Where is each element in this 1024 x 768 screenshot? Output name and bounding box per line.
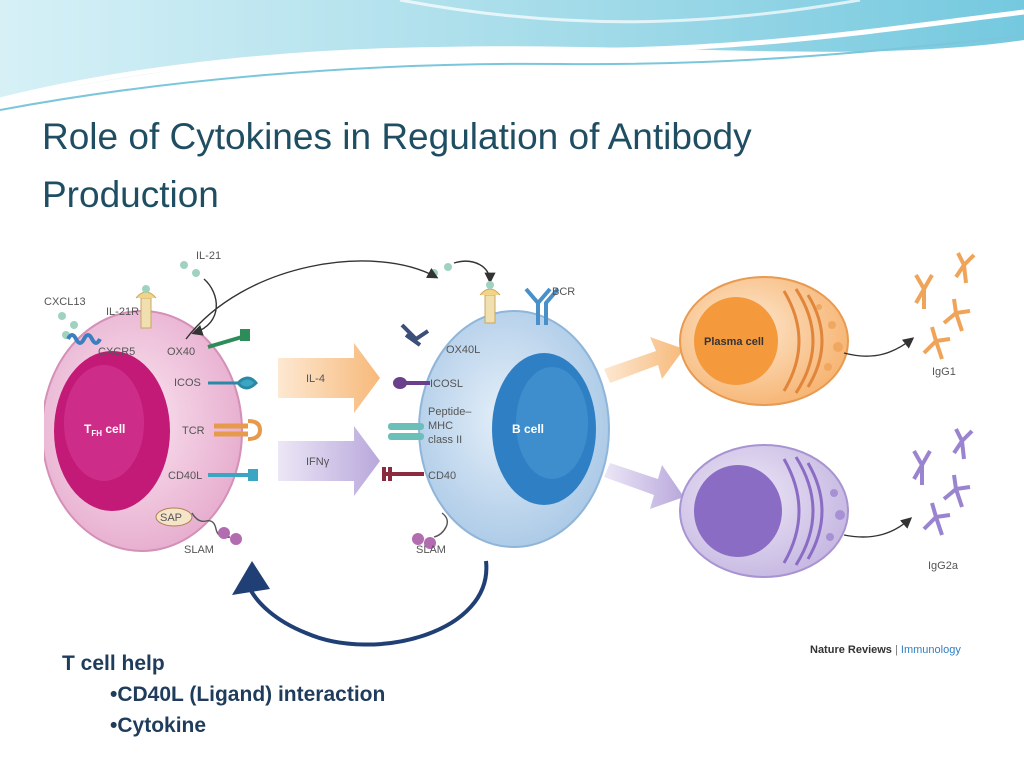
- title-line-1: Role of Cytokines in Regulation of Antib…: [42, 116, 752, 157]
- notes-bullet-cytokine: •Cytokine: [110, 714, 207, 737]
- icosl-receptor: [393, 377, 430, 389]
- mhc-label-2: MHC: [428, 420, 453, 432]
- header-wave-decoration: [0, 0, 1024, 120]
- il21r-receptor: [135, 285, 157, 329]
- tcr-receptor: [214, 419, 263, 441]
- sap-label: SAP: [160, 512, 182, 524]
- notes-list: T cell help •CD40L (Ligand) interaction …: [62, 648, 662, 741]
- il21-molecules: [180, 261, 452, 277]
- igg2a-secretion-arrow: [843, 517, 913, 538]
- b-slam-label: SLAM: [416, 544, 446, 556]
- igg2a-antibodies: [912, 428, 974, 536]
- tfh-slam-label: SLAM: [184, 544, 214, 556]
- tfh-slam-molecule: [218, 527, 242, 545]
- plasma-secretion-arrow: [843, 337, 915, 357]
- to-purple-arrow: [604, 463, 684, 509]
- title-line-2: Production: [42, 174, 219, 215]
- cd40l-receptor: [208, 469, 258, 481]
- cxcl13-label: CXCL13: [44, 296, 86, 308]
- mhc-label-1: Peptide–: [428, 406, 472, 418]
- ifng-arrow: [278, 426, 380, 496]
- mhc-label-3: class II: [428, 434, 462, 446]
- tcr-label: TCR: [182, 425, 205, 437]
- icos-label: ICOS: [174, 377, 201, 389]
- igg1-antibodies: [914, 252, 976, 360]
- icosl-label: ICOSL: [430, 378, 463, 390]
- plasma-cell-label: Plasma cell: [704, 336, 764, 348]
- notes-heading: T cell help: [62, 652, 165, 675]
- cxcr5-label: CXCR5: [98, 346, 135, 358]
- mhc-receptor: [388, 423, 424, 440]
- cd40l-label: CD40L: [168, 470, 202, 482]
- bcr-receptor: [524, 287, 560, 325]
- slide-title: Role of Cytokines in Regulation of Antib…: [42, 108, 942, 224]
- plasma-cell: [679, 276, 849, 406]
- cxcr5-receptor: [66, 333, 102, 345]
- icos-receptor: [208, 376, 259, 390]
- il4-arrow: [278, 343, 380, 413]
- ox40l-label: OX40L: [446, 344, 480, 356]
- igg2a-cell: [679, 444, 849, 578]
- b-cell: B cell: [418, 310, 610, 548]
- b-cell-label: B cell: [512, 422, 544, 436]
- cytokine-diagram: TFH cell CXCL13 CXCR5 IL-21R IL-21 OX40 …: [44, 250, 976, 656]
- igg1-label: IgG1: [932, 366, 956, 378]
- il21-bcell-arrow: [453, 260, 496, 284]
- il4-label: IL-4: [306, 373, 325, 385]
- feedback-arrowhead: [232, 561, 270, 595]
- journal-credit: Nature Reviews | Immunology: [810, 644, 961, 656]
- ox40-receptor: [207, 329, 250, 349]
- ifng-label: IFNγ: [306, 456, 330, 468]
- tfh-cell-label: TFH cell: [84, 422, 125, 438]
- cd40-label: CD40: [428, 470, 456, 482]
- il21r-b-receptor: [479, 281, 501, 324]
- ox40l-receptor: [400, 323, 430, 347]
- notes-bullet-cd40l: •CD40L (Ligand) interaction: [110, 683, 386, 706]
- cd40-receptor: [382, 467, 424, 481]
- bcr-label: BCR: [552, 286, 575, 298]
- b-slam-molecule: [412, 533, 436, 549]
- il21r-label: IL-21R: [106, 306, 139, 318]
- igg2a-label: IgG2a: [928, 560, 959, 572]
- ox40-label: OX40: [167, 346, 195, 358]
- il21-feedback-arrow: [191, 278, 217, 336]
- il21-label: IL-21: [196, 250, 221, 262]
- to-plasma-arrow: [604, 337, 684, 383]
- feedback-arrow: [246, 560, 489, 647]
- b-slam-tail: [433, 512, 449, 538]
- il21-to-bcell-arrow: [185, 260, 439, 340]
